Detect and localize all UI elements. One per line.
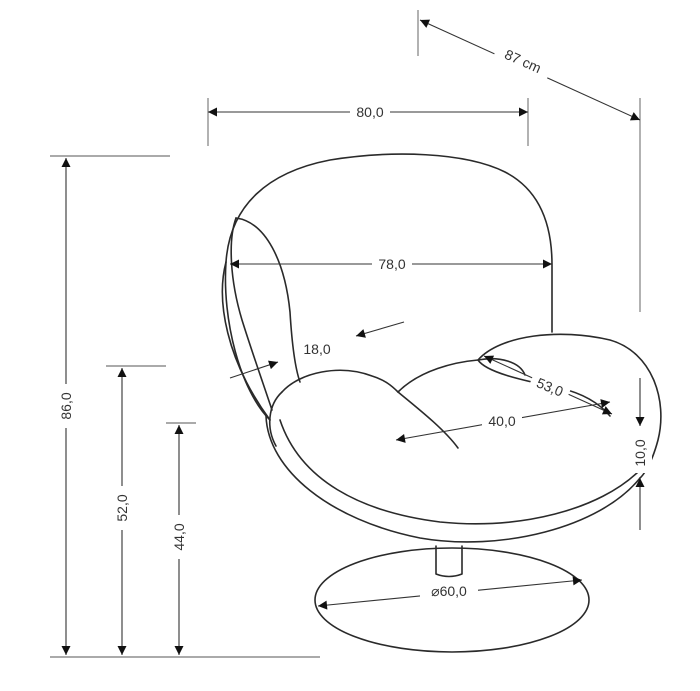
dimension-lines [50,10,645,658]
armrest-height-label: 52,0 [114,494,130,521]
base-diameter-label: ⌀60,0 [431,583,467,599]
seat-bottom-inner [279,419,641,525]
seat-height-label: 44,0 [171,523,187,550]
seat-bottom-shell [265,415,641,543]
armrest-width-label: 18,0 [303,341,330,357]
armrest-width-dim-line-b [355,321,405,338]
width-label: 80,0 [356,104,383,120]
seat-thickness-label: 10,0 [632,439,648,466]
left-armrest [230,217,273,411]
seat-fold [397,391,459,449]
base-disc [314,547,590,653]
seat-cushion [281,369,399,393]
seat-cushion-edge [269,391,283,447]
chair-illustration [221,153,662,653]
armrest-width-dim-line-a [229,360,279,379]
side-shell [221,261,271,421]
inner-back [235,217,301,383]
inner-width-label: 78,0 [378,256,405,272]
seat-width-label: 40,0 [488,413,515,429]
stem [435,545,463,578]
total-height-label: 86,0 [58,392,74,419]
back-shell [224,153,553,421]
dimension-labels: 87 cm 80,0 78,0 18,0 53,0 40,0 10,0 86,0… [55,39,652,600]
